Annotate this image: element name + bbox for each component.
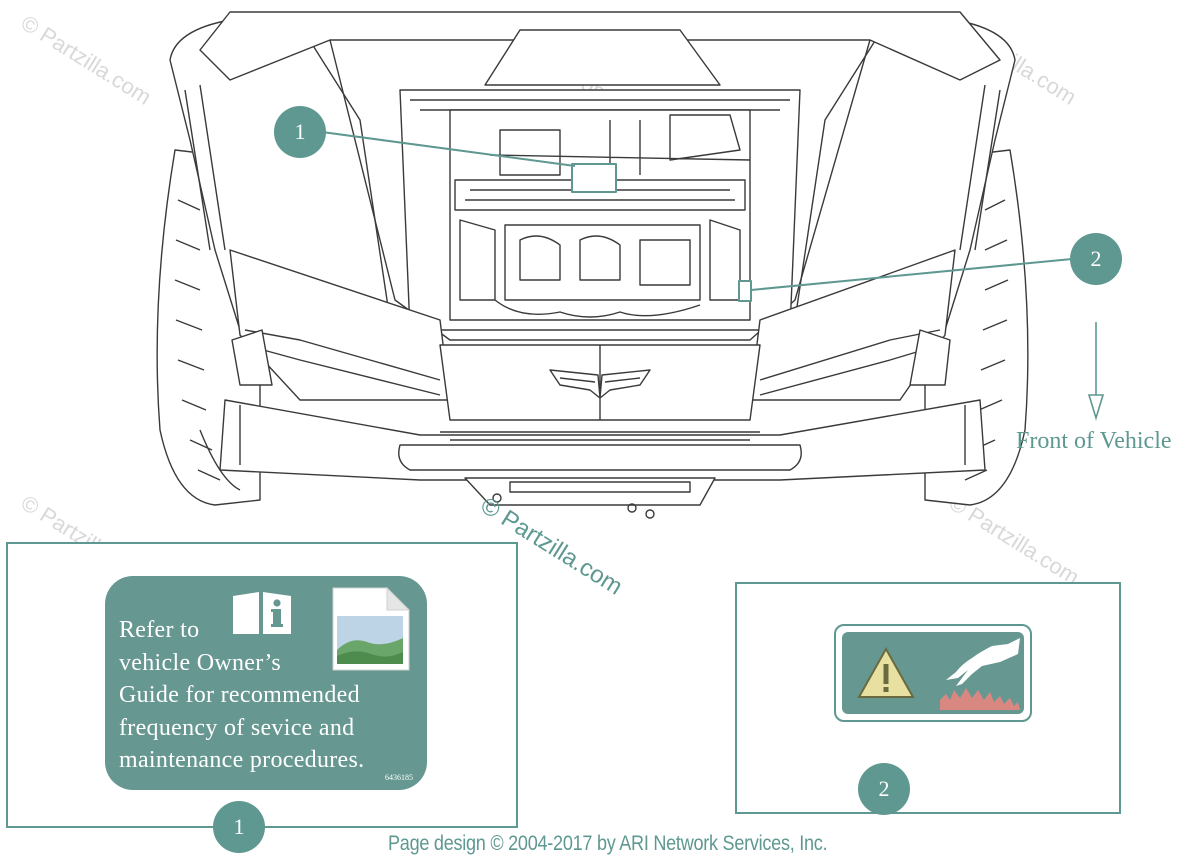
front-arrow [1087,322,1105,421]
detail-callout-2[interactable]: 2 [858,763,910,815]
decal-2-detail-box [735,582,1121,814]
copyright-footer: Page design © 2004-2017 by ARI Network S… [388,832,828,855]
detail-callout-1[interactable]: 1 [213,801,265,853]
warning-triangle-icon [857,646,915,698]
decal-line-4: frequency of sevice and [119,714,355,741]
decal-part-code: 6436185 [385,773,413,782]
hot-surface-decal-panel [842,632,1024,714]
hand-hot-surface-icon [940,638,1020,710]
front-of-vehicle-label: Front of Vehicle [1016,428,1172,454]
callout-2[interactable]: 2 [1070,233,1122,285]
hot-surface-decal [834,624,1032,722]
callout-1[interactable]: 1 [274,106,326,158]
decal-line-3: Guide for recommended [119,682,360,708]
decal-line-5: maintenance procedures. [119,747,365,773]
service-decal: Refer to vehicle Owner’s Guide for recom… [105,576,427,790]
document-image-icon [332,586,411,671]
decal-line-1: Refer to [119,617,200,643]
book-info-icon [233,592,291,634]
service-decal-text: Refer to vehicle Owner’s Guide for recom… [119,614,419,777]
decal-line-2: vehicle Owner’s [119,649,281,676]
